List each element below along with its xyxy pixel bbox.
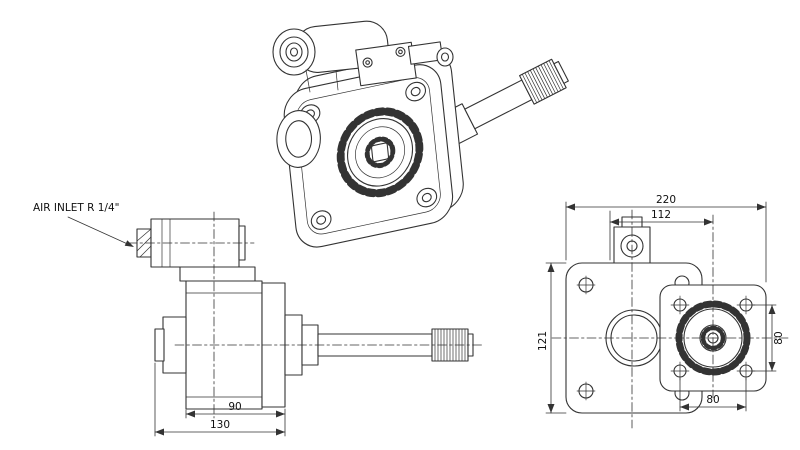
iso-valve-block xyxy=(355,41,417,87)
iso-gear xyxy=(336,107,424,198)
iso-side-boss xyxy=(276,110,321,168)
iso-air-cylinder xyxy=(272,20,454,93)
side-dim-90: 90 xyxy=(228,401,241,413)
front-dim-80-horizontal: 80 xyxy=(706,394,719,406)
dimension-112: 112 xyxy=(609,209,714,261)
front-dim-220: 220 xyxy=(656,194,676,206)
front-dim-80-vertical: 80 xyxy=(773,331,785,344)
dimension-121: 121 xyxy=(537,262,567,414)
front-dim-112: 112 xyxy=(651,209,671,221)
isometric-view xyxy=(272,20,569,248)
dimension-220: 220 xyxy=(565,194,767,283)
front-dim-121: 121 xyxy=(537,331,549,351)
air-inlet-label: AIR INLET R 1/4" xyxy=(33,202,119,214)
dimension-130: 130 xyxy=(154,362,286,437)
output-shaft-side xyxy=(174,211,483,419)
iso-flange xyxy=(276,51,464,248)
dimension-80-horizontal: 80 xyxy=(679,377,747,412)
dimension-90: 90 xyxy=(185,401,286,437)
side-dim-130: 130 xyxy=(210,419,230,431)
pto-body-side xyxy=(154,266,286,410)
side-view: AIR INLET R 1/4" xyxy=(33,202,483,437)
front-view: 220 112 121 80 xyxy=(537,194,789,429)
dimension-80-vertical: 80 xyxy=(751,304,785,372)
air-inlet-callout: AIR INLET R 1/4" xyxy=(33,202,134,247)
air-cylinder-side xyxy=(127,218,255,268)
